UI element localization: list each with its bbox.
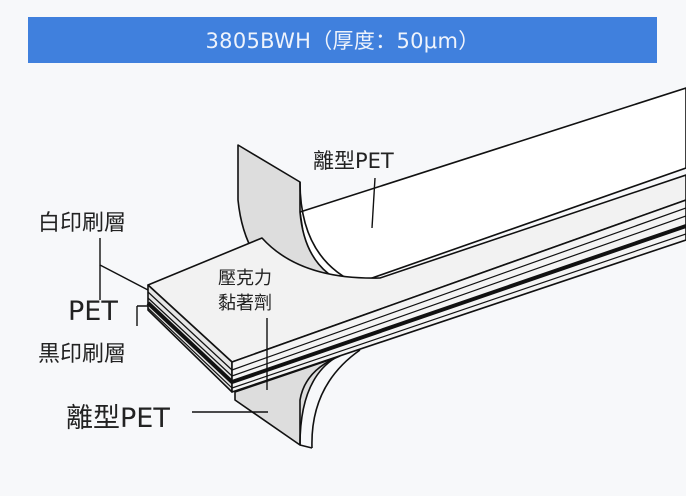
stack-top-surface	[147, 174, 686, 363]
label-black-print-layer: 黒印刷層	[38, 342, 127, 367]
leader-white-print	[99, 238, 149, 291]
label-release-pet-top: 離型PET	[313, 149, 394, 173]
leader-black-print	[136, 305, 148, 326]
label-release-pet-bottom: 離型PET	[66, 403, 170, 434]
label-adhesive-line1: 壓克力	[218, 268, 272, 289]
leader-release-pet-top	[371, 177, 376, 229]
label-adhesive-line2: 黏著劑	[218, 293, 272, 314]
label-white-print-layer: 白印刷層	[38, 211, 127, 236]
title-banner: 3805BWH（厚度：50μm）	[28, 17, 657, 63]
label-pet: PET	[68, 296, 118, 327]
